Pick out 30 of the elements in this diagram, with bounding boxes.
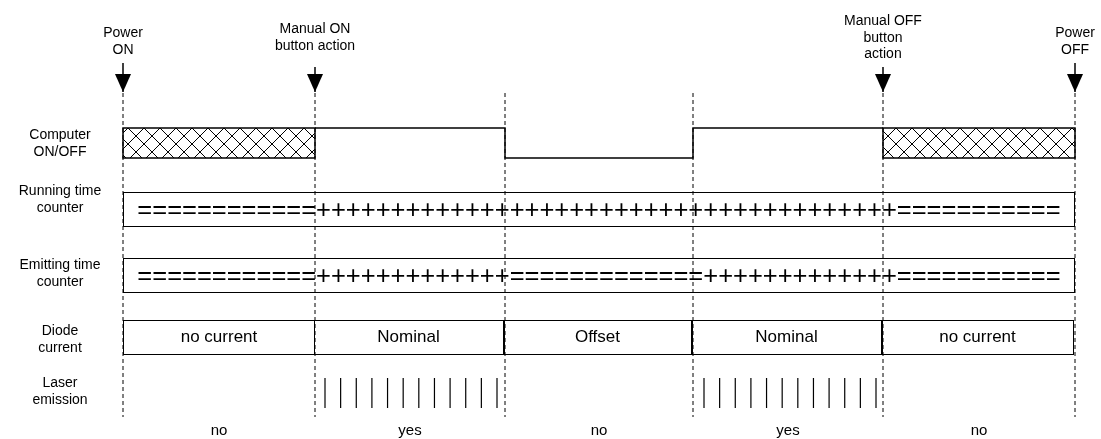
emission-state: no — [969, 421, 989, 439]
row-label: Laser emission — [31, 374, 89, 408]
current-cell — [313, 320, 504, 355]
counter-text: ============+++++++++++++=============+++++++++++++=========== — [137, 260, 1061, 291]
event-arrow — [115, 62, 131, 93]
event-arrow — [1067, 62, 1083, 93]
current-cell — [691, 320, 882, 355]
row-label: Computer ON/OFF — [28, 126, 92, 160]
row-label: Emitting time counter — [18, 256, 102, 290]
current-state: Nominal — [377, 327, 440, 348]
event-label: Power OFF — [1049, 20, 1101, 62]
row-label: Diode current — [37, 322, 83, 356]
event-arrow — [307, 66, 323, 93]
emission-state: yes — [775, 421, 801, 439]
emission-state: no — [589, 421, 609, 439]
emission-state: yes — [397, 421, 423, 439]
event-label: Manual ON button action — [270, 8, 360, 66]
event-arrow — [875, 66, 891, 93]
current-cell — [123, 320, 315, 355]
row-label: Running time counter — [17, 182, 103, 216]
current-cell — [881, 320, 1074, 355]
event-label: Power ON — [95, 20, 151, 62]
current-state: no current — [939, 327, 1016, 348]
emission-state: no — [209, 421, 229, 439]
counter-text: ============+++++++++++++++++++++++++++++++++++++++=========== — [137, 194, 1061, 225]
event-label: Manual OFF button action — [843, 8, 923, 66]
current-state: Nominal — [755, 327, 818, 348]
current-state: no current — [180, 327, 258, 348]
current-cell — [503, 320, 692, 355]
current-state: Offset — [574, 327, 620, 348]
